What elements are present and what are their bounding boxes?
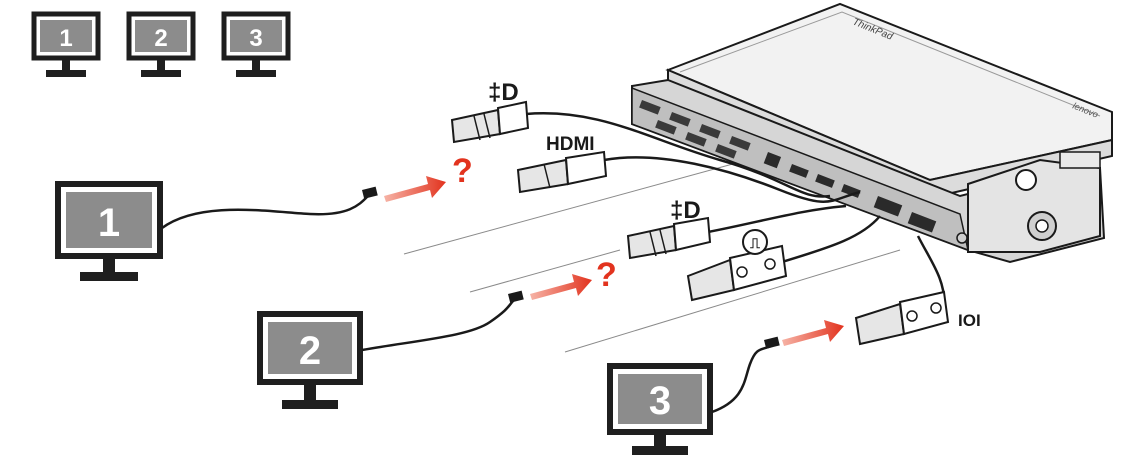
monitor-2: 2 <box>257 311 363 409</box>
legend-monitor-2-number: 2 <box>154 25 167 52</box>
arrow-monitor-1 <box>384 176 446 202</box>
legend-monitor-1: 1 <box>31 11 101 77</box>
monitor-2-cable-tip <box>508 290 524 303</box>
displayport-plug-mid <box>626 216 712 260</box>
hdmi-label: HDMI <box>546 134 595 155</box>
dvi-plug <box>686 244 788 302</box>
vga-plug <box>854 290 950 346</box>
arrow-monitor-2 <box>530 274 592 300</box>
dock-ethernet-port <box>763 152 782 169</box>
dock-power-button <box>1015 169 1037 191</box>
hdmi-plug <box>516 150 608 194</box>
monitor-3-number: 3 <box>649 379 671 423</box>
laptop-with-dock: ThinkPad lenovo <box>631 2 1113 264</box>
dock-usb-ports <box>639 100 751 159</box>
displayport-label-top: ‡D <box>488 79 519 106</box>
dvi-label: ⎍ <box>750 235 760 251</box>
legend-monitor-1-number: 1 <box>59 25 72 52</box>
displayport-label-mid: ‡D <box>670 197 701 224</box>
monitor-1-number: 1 <box>98 201 120 245</box>
vga-label: IOI <box>958 311 981 330</box>
legend-monitor-3: 3 <box>221 11 291 77</box>
monitor-2-number: 2 <box>299 329 321 373</box>
legend-monitor-2: 2 <box>126 11 196 77</box>
monitor-3-cable-tip <box>763 336 780 349</box>
displayport-plug-top <box>450 100 530 144</box>
dock-cables <box>525 112 946 307</box>
monitor-cables <box>161 195 773 414</box>
legend-monitor-3-number: 3 <box>249 25 262 52</box>
question-mark-monitor-2: ? <box>596 256 617 294</box>
monitor-3: 3 <box>607 363 713 455</box>
question-mark-monitor-1: ? <box>452 152 473 190</box>
monitor-1-cable-tip <box>362 186 378 199</box>
dvi-label-badge: ⎍ <box>742 229 768 255</box>
arrow-monitor-3 <box>782 320 844 346</box>
monitor-1: 1 <box>55 181 163 281</box>
floor-guide-lines <box>403 161 901 353</box>
